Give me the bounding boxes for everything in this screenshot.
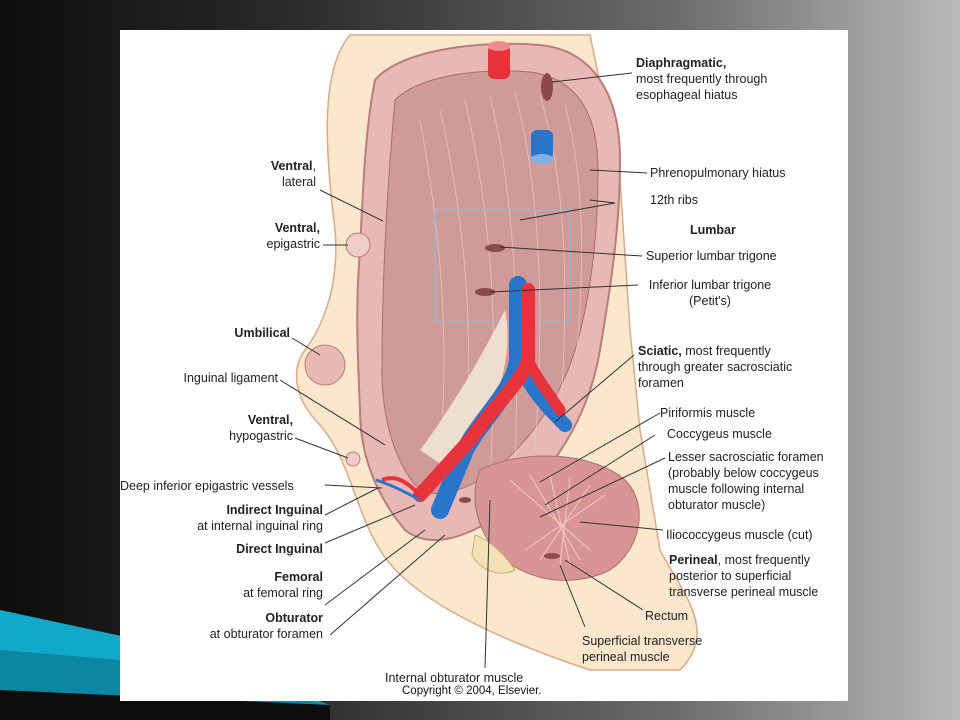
label-piriformis: Piriformis muscle xyxy=(660,406,756,420)
epigastric-bulge xyxy=(345,232,371,258)
label-umbilical: Umbilical xyxy=(234,326,290,340)
label-internal-obturator: Internal obturator muscle xyxy=(385,671,524,685)
umbilical-bulge xyxy=(304,344,346,386)
label-deep-inferior-epigastric: Deep inferior epigastric vessels xyxy=(120,479,294,493)
label-ventral-hypogastric: Ventral, hypogastric xyxy=(229,413,293,443)
label-ventral-epigastric: Ventral, epigastric xyxy=(266,221,321,251)
label-rectum: Rectum xyxy=(645,609,689,623)
label-femoral: Femoral at femoral ring xyxy=(243,570,323,600)
label-direct-inguinal: Direct Inguinal xyxy=(236,542,323,556)
copyright-notice: Copyright © 2004, Elsevier. xyxy=(402,685,542,697)
esophageal-hiatus xyxy=(541,73,553,101)
pelvic-wall-illustration xyxy=(279,34,698,671)
label-inferior-lumbar-trigone: Inferior lumbar trigone (Petit's) xyxy=(648,278,772,308)
label-coccygeus: Coccygeus muscle xyxy=(667,427,772,441)
label-superior-lumbar-trigone: Superior lumbar trigone xyxy=(646,249,777,263)
label-inguinal-ligament: Inguinal ligament xyxy=(183,371,278,385)
artery-branch xyxy=(522,354,566,416)
label-diaphragmatic: Diaphragmatic, most frequently through e… xyxy=(636,56,768,102)
anatomy-figure: Diaphragmatic, most frequently through e… xyxy=(120,30,848,701)
pelvic-floor xyxy=(474,455,640,581)
ivc-top xyxy=(531,130,553,160)
inguinal-ligament-band xyxy=(420,310,508,470)
label-ventral-lateral: Ventral, lateral xyxy=(270,159,316,189)
label-12th-ribs: 12th ribs xyxy=(650,193,698,207)
label-lumbar: Lumbar xyxy=(690,223,736,237)
aorta-top xyxy=(488,45,510,79)
label-sciatic: Sciatic, most frequently through greater… xyxy=(638,344,793,390)
label-phrenopulmonary: Phrenopulmonary hiatus xyxy=(650,166,786,180)
hypogastric-bulge xyxy=(345,451,361,467)
label-lesser-sacrosciatic: Lesser sacrosciatic foramen (probably be… xyxy=(668,450,824,512)
label-iliococcygeus: Iliococcygeus muscle (cut) xyxy=(666,528,813,542)
label-superficial-transverse: Superficial transverse perineal muscle xyxy=(582,634,703,664)
label-indirect-inguinal: Indirect Inguinal at internal inguinal r… xyxy=(197,503,323,533)
deep-epigastric-vessel-blue xyxy=(375,478,421,502)
label-perineal: Perineal, most frequently posterior to s… xyxy=(669,553,819,599)
label-obturator: Obturator at obturator foramen xyxy=(209,611,323,641)
deep-epigastric-vessel-red xyxy=(381,476,422,497)
